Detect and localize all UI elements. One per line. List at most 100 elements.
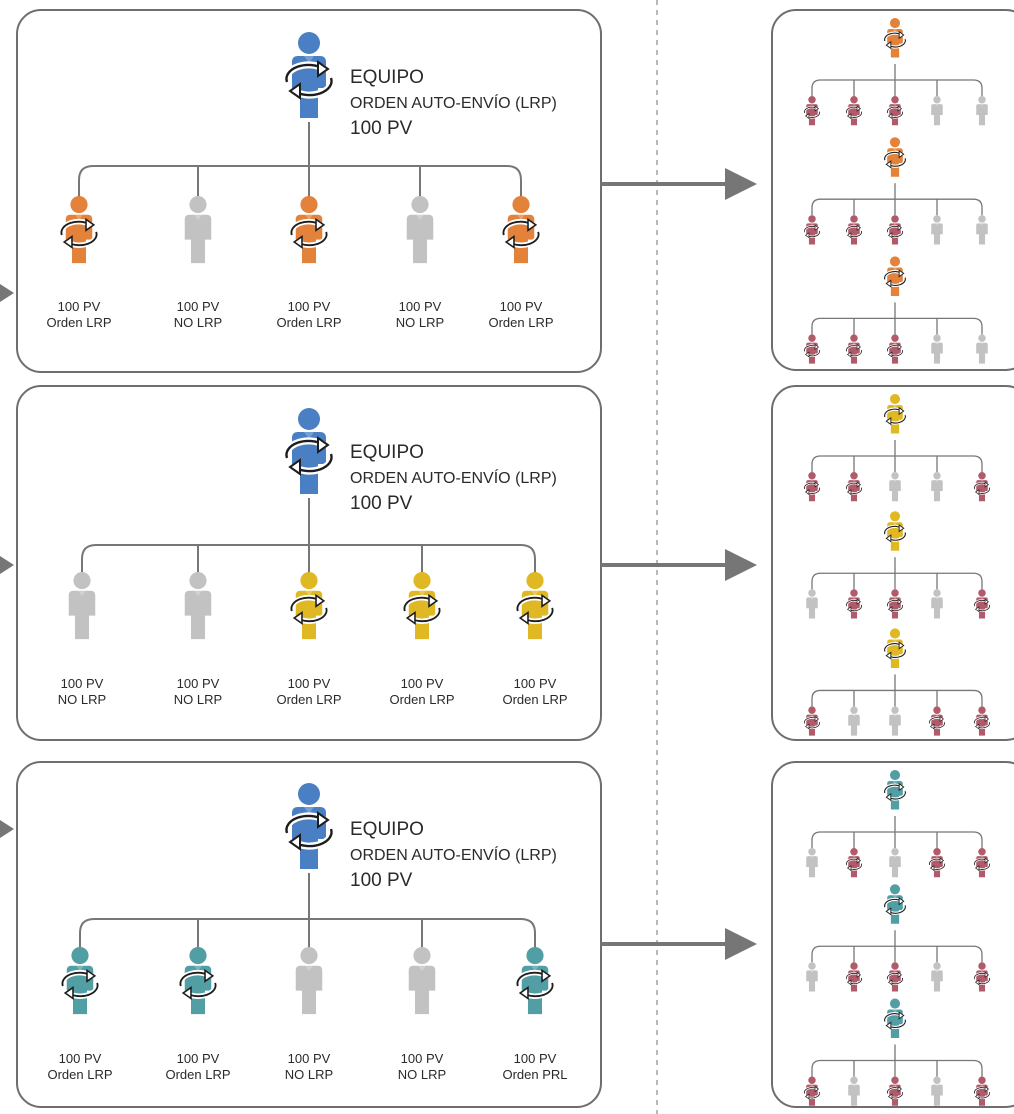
person-icon xyxy=(401,572,443,640)
person-icon xyxy=(803,706,821,736)
member-status: Orden LRP xyxy=(488,315,553,330)
member-status: NO LRP xyxy=(396,315,444,330)
person-icon xyxy=(931,589,943,619)
person-icon xyxy=(973,848,991,878)
refresh-cycle-icon xyxy=(845,343,863,358)
person-icon xyxy=(928,848,946,878)
member-pv: 100 PV xyxy=(288,1051,331,1066)
person-icon xyxy=(931,472,943,502)
leader-text-3: EQUIPO ORDEN AUTO-ENVÍO (LRP) 100 PV xyxy=(350,819,557,891)
refresh-cycle-icon xyxy=(886,971,904,986)
incoming-arrow xyxy=(0,284,14,302)
refresh-cycle-icon xyxy=(845,105,863,120)
leader-pv: 100 PV xyxy=(350,870,413,891)
person-icon xyxy=(282,32,336,118)
person-icon xyxy=(845,96,863,126)
refresh-cycle-icon xyxy=(58,217,100,249)
refresh-cycle-icon xyxy=(288,593,330,625)
person-icon xyxy=(803,96,821,126)
person-icon xyxy=(58,196,100,264)
refresh-cycle-icon xyxy=(973,481,991,496)
person-icon xyxy=(883,628,907,668)
member-status: Orden LRP xyxy=(389,692,454,707)
panel-3 xyxy=(0,761,1014,1108)
leader-order: ORDEN AUTO-ENVÍO (LRP) xyxy=(350,93,557,112)
person-icon xyxy=(803,215,821,245)
person-icon xyxy=(806,848,818,878)
downline-group xyxy=(803,998,991,1106)
person-icon xyxy=(883,256,907,296)
refresh-cycle-icon xyxy=(883,524,907,543)
refresh-cycle-icon xyxy=(928,715,946,730)
person-icon xyxy=(845,472,863,502)
person-icon xyxy=(973,589,991,619)
person-icon xyxy=(177,947,219,1015)
person-icon xyxy=(886,962,904,992)
refresh-cycle-icon xyxy=(803,1086,821,1100)
member-status: Orden LRP xyxy=(46,315,111,330)
refresh-cycle-icon xyxy=(883,641,907,660)
member-status: Orden PRL xyxy=(502,1067,567,1082)
person-icon xyxy=(976,334,988,364)
member-status: Orden LRP xyxy=(276,692,341,707)
downline-group xyxy=(806,511,991,619)
leader-title: EQUIPO xyxy=(350,442,424,463)
refresh-cycle-icon xyxy=(973,1086,991,1100)
refresh-cycle-icon xyxy=(288,217,330,249)
refresh-cycle-icon xyxy=(845,481,863,496)
person-icon xyxy=(883,18,907,58)
person-icon xyxy=(500,196,542,264)
member-pv: 100 PV xyxy=(177,676,220,691)
downline-group xyxy=(806,884,991,992)
panel-2 xyxy=(0,385,1014,741)
refresh-cycle-icon xyxy=(886,105,904,120)
refresh-cycle-icon xyxy=(177,968,219,1000)
refresh-cycle-icon xyxy=(803,715,821,730)
connector-line xyxy=(811,455,983,472)
person-icon xyxy=(883,998,907,1039)
refresh-cycle-icon xyxy=(883,1011,907,1030)
refresh-cycle-icon xyxy=(845,857,863,872)
member-status: NO LRP xyxy=(398,1067,446,1082)
person-icon xyxy=(845,589,863,619)
refresh-cycle-icon xyxy=(973,598,991,613)
leader-text-1: EQUIPO ORDEN AUTO-ENVÍO (LRP) 100 PV xyxy=(350,67,557,139)
member-pv: 100 PV xyxy=(61,676,104,691)
person-icon xyxy=(848,1076,860,1106)
person-icon xyxy=(514,572,556,640)
refresh-cycle-icon xyxy=(886,598,904,613)
member-status: Orden LRP xyxy=(502,692,567,707)
leader-title: EQUIPO xyxy=(350,67,424,88)
connector-line xyxy=(811,198,983,216)
downline-group xyxy=(803,18,988,126)
refresh-cycle-icon xyxy=(803,105,821,120)
member-pv: 100 PV xyxy=(500,299,543,314)
member-pv: 100 PV xyxy=(401,676,444,691)
person-icon xyxy=(514,947,556,1015)
connector-line xyxy=(811,317,983,335)
refresh-cycle-icon xyxy=(886,224,904,239)
refresh-cycle-icon xyxy=(883,897,907,916)
refresh-cycle-icon xyxy=(883,150,907,169)
person-icon xyxy=(889,848,901,878)
person-icon xyxy=(973,472,991,502)
member-pv: 100 PV xyxy=(514,1051,557,1066)
person-icon xyxy=(845,848,863,878)
member-status: NO LRP xyxy=(58,692,106,707)
person-icon xyxy=(973,706,991,736)
member-labels-1: 100 PV Orden LRP 100 PV NO LRP 100 PV Or… xyxy=(46,299,553,330)
refresh-cycle-icon xyxy=(59,968,101,1000)
person-icon xyxy=(406,196,434,264)
refresh-cycle-icon xyxy=(500,217,542,249)
member-pv: 100 PV xyxy=(59,1051,102,1066)
member-status: Orden LRP xyxy=(165,1067,230,1082)
refresh-cycle-icon xyxy=(973,857,991,872)
person-icon xyxy=(886,96,904,126)
person-icon xyxy=(806,589,818,619)
connector-line xyxy=(79,918,536,955)
refresh-cycle-icon xyxy=(928,857,946,872)
connector-line xyxy=(811,945,983,963)
member-pv: 100 PV xyxy=(399,299,442,314)
person-icon xyxy=(68,572,96,640)
